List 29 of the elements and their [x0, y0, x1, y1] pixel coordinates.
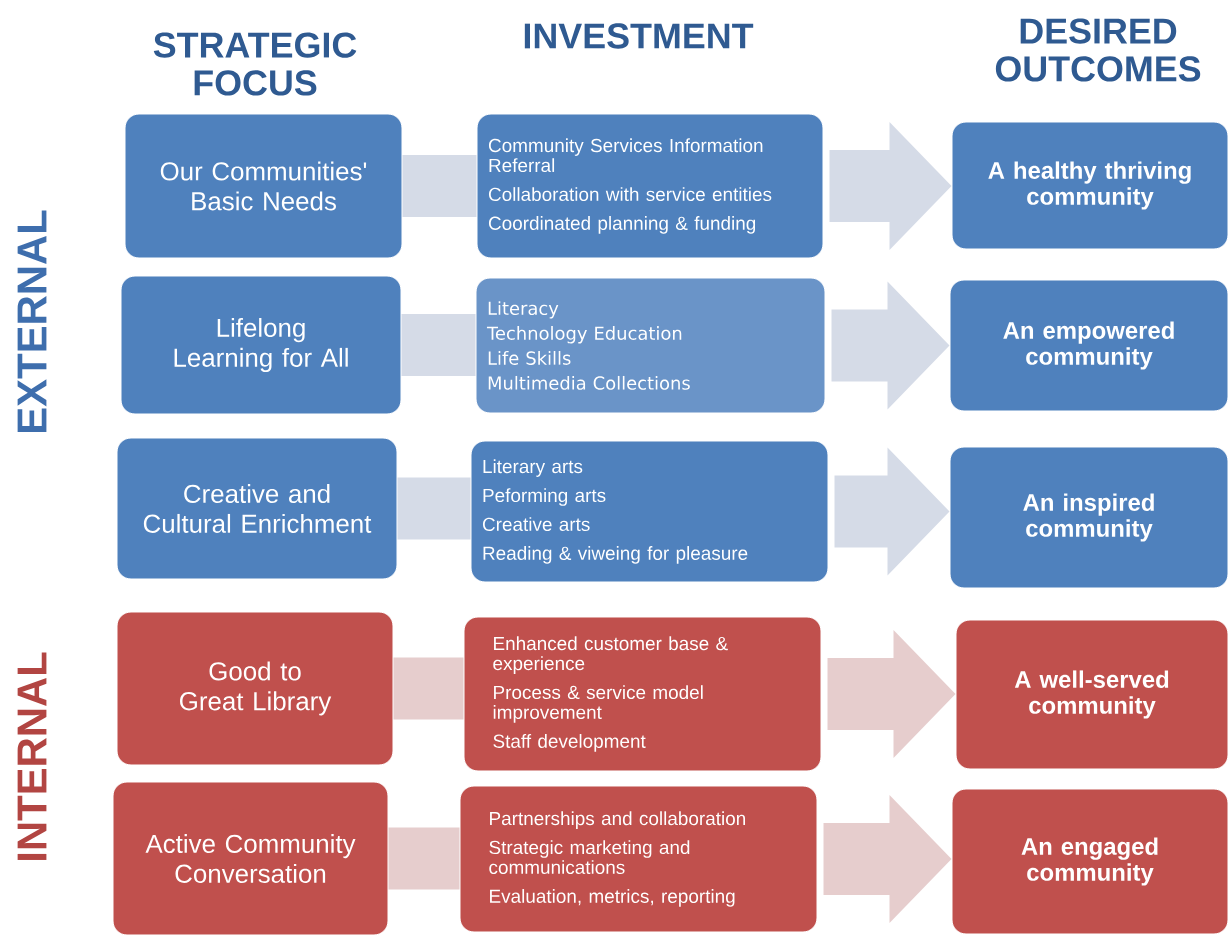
investment-box: Enhanced customer base & experience Process & service model improvement Staff development	[463, 616, 822, 772]
investment-box: Literary arts Peforming arts Creative arts Reading & viweing for pleasure	[470, 440, 829, 583]
connector-bar	[401, 314, 476, 376]
block-arrow	[829, 122, 952, 250]
connector-bar	[388, 827, 460, 890]
outcome-box: An inspired community	[949, 446, 1229, 589]
connector-bar	[397, 477, 471, 540]
block-arrow	[827, 630, 956, 758]
focus-box: Lifelong Learning for All	[120, 275, 402, 415]
outcome-box: An empowered community	[949, 279, 1229, 412]
column-heading: INVESTMENT	[524, 23, 754, 49]
investment-box: Community Services Information Referral Collaboration with service entities Coordinated planning & funding	[476, 113, 824, 259]
focus-box: Active Community Conversation	[112, 781, 389, 936]
section-label: INTERNAL	[17, 652, 47, 860]
section-label: EXTERNAL	[17, 210, 47, 432]
connector-bar	[393, 657, 464, 720]
outcome-box: An engaged community	[951, 788, 1229, 935]
focus-box: Our Communities' Basic Needs	[124, 113, 403, 259]
investment-box: Partnerships and collaboration Strategic marketing and communications Evaluation, metrics, reporting	[459, 785, 818, 933]
focus-box: Creative and Cultural Enrichment	[116, 437, 398, 580]
outcome-box: A well-served community	[955, 619, 1229, 770]
outcome-box: A healthy thriving community	[951, 121, 1229, 250]
connector-bar	[402, 155, 477, 217]
focus-box: Good to Great Library	[116, 611, 394, 766]
block-arrow	[823, 795, 952, 923]
column-heading: DESIRED OUTCOMES	[995, 18, 1201, 82]
block-arrow	[831, 281, 950, 410]
block-arrow	[834, 447, 950, 576]
investment-box: Literacy Technology Education Life Skills Multimedia Collections	[475, 277, 826, 414]
